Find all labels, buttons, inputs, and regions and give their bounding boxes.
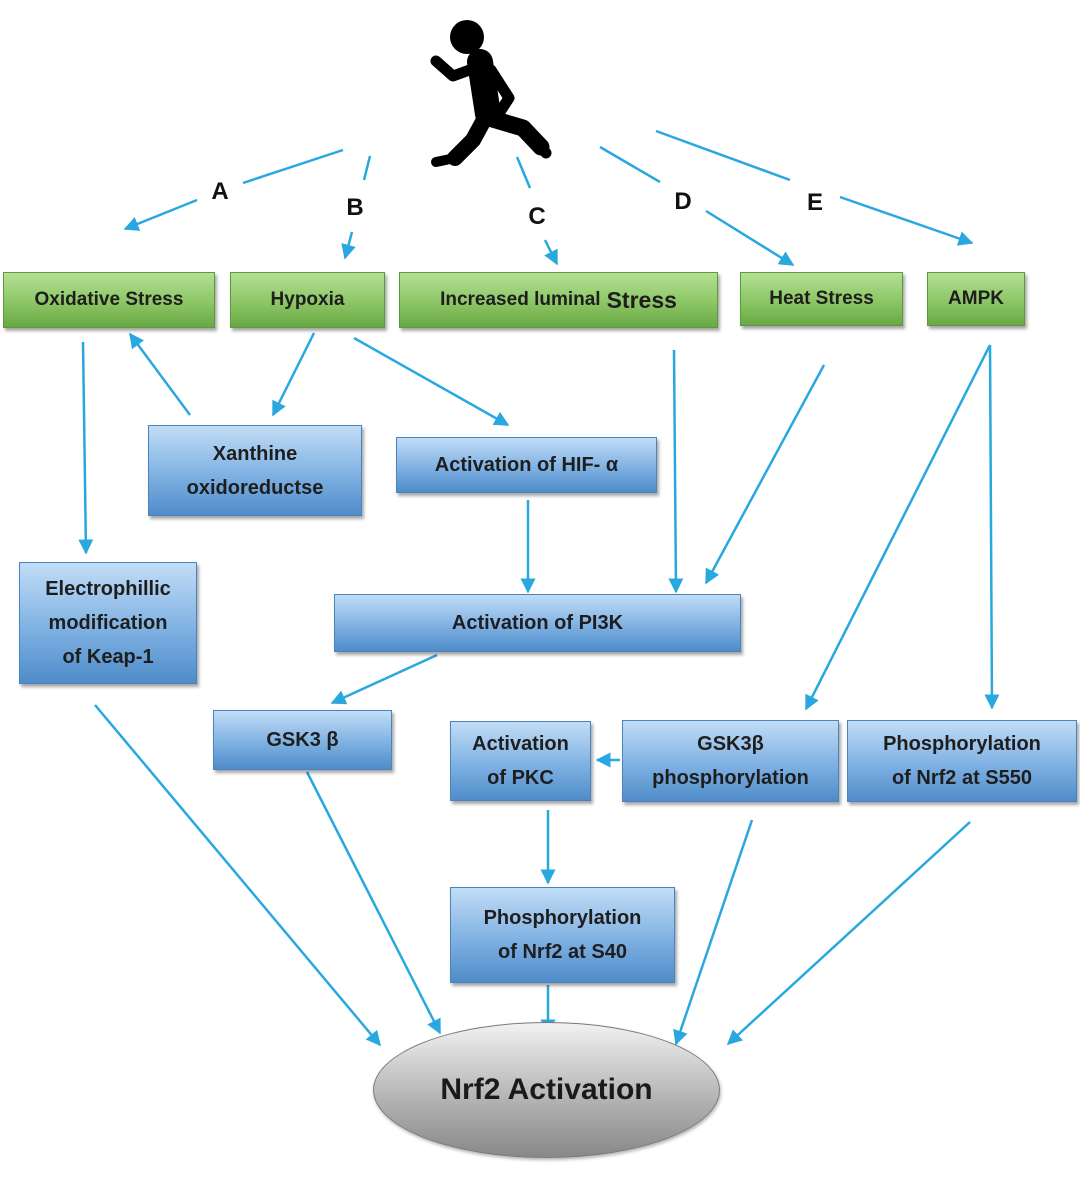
arrow-xanthine-to-oxidative (128, 332, 192, 416)
keap1-label-line-2: modification (48, 612, 168, 634)
oxidative-stress-box: Oxidative Stress (3, 272, 215, 328)
hif-activation-label: Activation of HIF- α (434, 454, 619, 476)
arrow-runner-d-upper (599, 145, 661, 184)
arrow-b-to-hypoxia (341, 231, 356, 260)
arrow-gsk3b-phos-to-nrf2 (673, 819, 754, 1046)
luminal-stress-label-stress: Stress (606, 287, 677, 313)
running-person-icon (430, 20, 552, 167)
runner-front-foot (531, 138, 552, 159)
s550-label-line-2: of Nrf2 at S550 (891, 767, 1033, 789)
branch-label-a: A (211, 178, 229, 205)
runner-back-foot (431, 153, 460, 167)
arrow-d-to-heat-stress (705, 209, 795, 267)
s40-label-line-1: Phosphorylation (483, 907, 642, 929)
branch-label-e: E (806, 189, 823, 216)
arrow-s550-to-nrf2 (726, 821, 971, 1046)
xanthine-oxidoreductase-box: Xanthine oxidoreductse (148, 425, 362, 516)
gsk3b-label: GSK3 β (266, 729, 339, 751)
arrow-keap1-to-nrf2 (94, 704, 381, 1047)
luminal-stress-label: Increased luminal (440, 289, 601, 310)
heat-stress-box: Heat Stress (740, 272, 903, 326)
nrf2-activation-ellipse: Nrf2 Activation (373, 1022, 720, 1158)
arrow-pi3k-to-gsk3b (330, 653, 438, 705)
arrow-heat-to-pi3k (704, 364, 826, 585)
arrow-ampk-to-gsk3b-phos (804, 344, 992, 711)
keap1-label-line-3: of Keap-1 (62, 646, 154, 668)
s40-label-line-2: of Nrf2 at S40 (498, 941, 627, 963)
arrow-runner-c-upper (515, 156, 532, 189)
arrow-runner-e-upper (655, 129, 791, 182)
xanthine-label-line-1: Xanthine (212, 442, 298, 465)
arrow-e-to-ampk (839, 195, 974, 246)
arrow-runner-a-upper (242, 148, 344, 185)
hypoxia-box: Hypoxia (230, 272, 385, 328)
runner-back-arm (430, 55, 481, 82)
gsk3b-box: GSK3 β (213, 710, 392, 770)
branch-label-d: D (674, 188, 692, 215)
arrow-a-to-oxidative-stress (123, 198, 198, 231)
gsk3b-phos-label-line-1: GSK3β (697, 733, 764, 755)
gsk3b-phosphorylation-box: GSK3β phosphorylation (622, 720, 839, 802)
nrf2-activation-label: Nrf2 Activation (440, 1073, 653, 1106)
runner-back-leg (447, 110, 493, 166)
arrow-runner-b-upper (362, 155, 372, 181)
nrf2-s550-phosphorylation-box: Phosphorylation of Nrf2 at S550 (847, 720, 1077, 802)
luminal-stress-box: Increased luminal Stress (399, 272, 718, 328)
hif-activation-box: Activation of HIF- α (396, 437, 657, 493)
s550-label-line-1: Phosphorylation (883, 733, 1041, 755)
ampk-box: AMPK (927, 272, 1025, 326)
gsk3b-phos-label-line-2: phosphorylation (652, 767, 809, 789)
pkc-label-line-2: of PKC (487, 767, 554, 789)
keap1-label-line-1: Electrophillic (45, 578, 171, 600)
pkc-label-line-1: Activation (472, 733, 569, 755)
nrf2-s40-phosphorylation-box: Phosphorylation of Nrf2 at S40 (450, 887, 675, 983)
arrow-ampk-to-s550 (984, 344, 1000, 710)
oxidative-stress-label: Oxidative Stress (34, 289, 184, 310)
hypoxia-label: Hypoxia (270, 289, 345, 310)
xanthine-label-line-2: oxidoreductse (186, 476, 324, 499)
pi3k-activation-box: Activation of PI3K (334, 594, 741, 652)
arrow-luminal-to-pi3k (668, 349, 684, 594)
pkc-activation-box: Activation of PKC (450, 721, 591, 801)
keap1-modification-box: Electrophillic modification of Keap-1 (19, 562, 197, 684)
arrow-hypoxia-to-hif (353, 336, 510, 427)
runner-front-arm (485, 64, 515, 124)
arrow-hypoxia-to-xanthine (271, 332, 316, 417)
arrow-c-to-luminal-stress (543, 239, 559, 266)
arrow-gsk3b-to-nrf2 (305, 771, 442, 1035)
runner-head (450, 20, 484, 54)
branch-label-c: C (528, 203, 546, 230)
pi3k-activation-label: Activation of PI3K (451, 612, 624, 634)
branch-label-b: B (346, 194, 364, 221)
runner-torso (467, 49, 501, 127)
heat-stress-label: Heat Stress (769, 288, 874, 309)
ampk-label: AMPK (948, 288, 1004, 309)
arrow-oxidative-to-keap1 (78, 341, 94, 555)
